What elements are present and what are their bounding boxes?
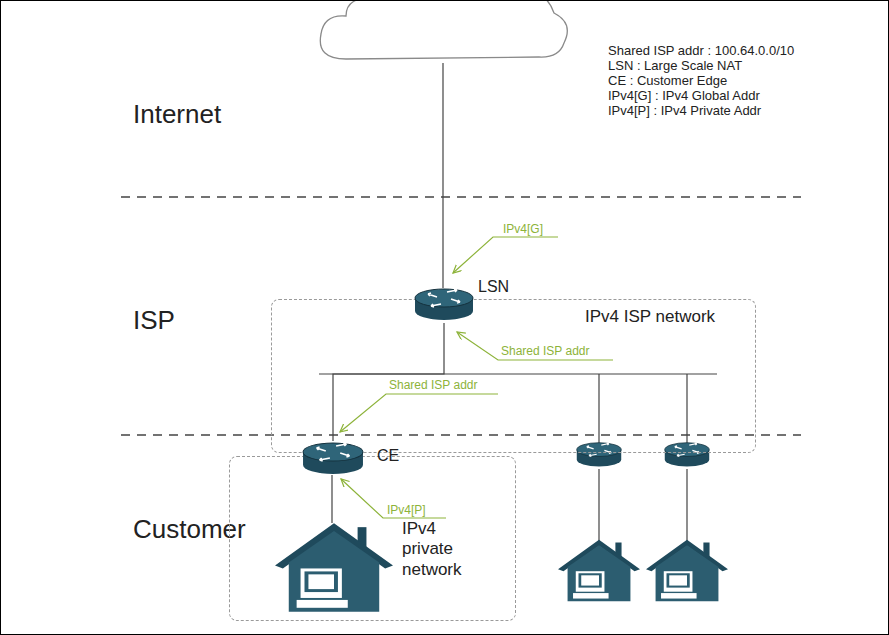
callout-leader [453,237,558,273]
network-region: IPv4 ISP networkLSN [271,299,756,453]
note-line: LSN : Large Scale NAT [608,58,742,73]
house-icon [646,540,728,602]
callout-text: IPv4[P] [387,503,426,517]
router-node: LSN [414,287,474,323]
zone-label: Internet [133,99,221,130]
router-icon [577,443,621,467]
zone-divider [121,434,801,435]
node-text: IPv4 private network [402,519,480,580]
customer-region: IPv4 private networkCE [229,456,516,621]
uplink-wire [442,63,443,288]
access-wire [686,469,687,541]
internet-cloud [320,1,567,59]
node-text: CE [377,446,399,465]
node-text: IPv4 ISP network [585,307,715,327]
router-icon [302,441,364,477]
house-icon [558,540,640,602]
callout-text: IPv4[G] [503,222,543,236]
note-line: IPv4[P] : IPv4 Private Addr [608,103,761,118]
callout-text: Shared ISP addr [501,344,590,358]
access-wire [598,469,599,541]
zone-divider [121,196,801,197]
callout-text: Shared ISP addr [389,378,478,392]
bus-drop [598,374,599,443]
router-icon [414,287,474,323]
note-line: Shared ISP addr : 100.64.0.0/10 [608,43,794,58]
callout-leader [341,479,446,518]
router-icon [665,443,709,467]
house-icon [275,523,393,612]
note-line: IPv4[G] : IPv4 Global Addr [608,88,760,103]
note-line: CE : Customer Edge [608,73,727,88]
callout-leader [340,394,498,432]
access-wire [331,475,332,523]
router-node: CE [302,441,364,477]
bus-drop [686,374,687,443]
zone-label: ISP [133,305,175,336]
node-text: LSN [478,277,509,296]
callout-leader [457,332,613,360]
